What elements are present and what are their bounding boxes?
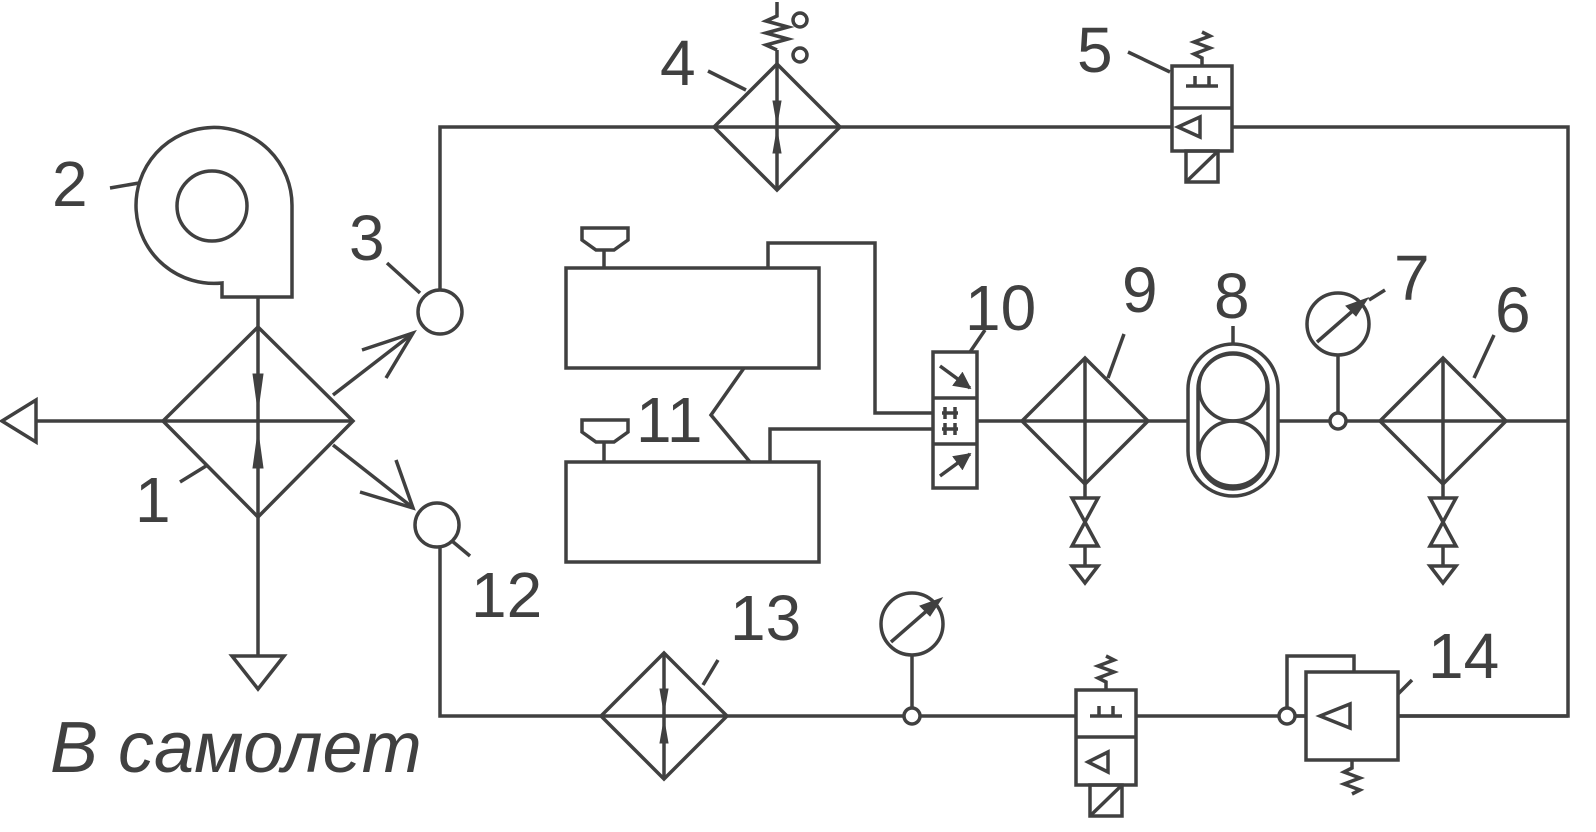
relief-valve-14 bbox=[1277, 654, 1568, 796]
tanks-11 bbox=[564, 226, 821, 564]
label-10: 10 bbox=[965, 272, 1036, 344]
valve-bottom bbox=[1074, 654, 1138, 818]
label-12: 12 bbox=[471, 559, 542, 631]
caption: В самолет bbox=[50, 708, 422, 788]
node-12 bbox=[413, 501, 461, 549]
label-8: 8 bbox=[1214, 260, 1250, 332]
label-9: 9 bbox=[1122, 254, 1158, 326]
label-3: 3 bbox=[349, 202, 385, 274]
filter-13 bbox=[598, 650, 730, 782]
filter-4 bbox=[711, 2, 843, 193]
arrow-to-12 bbox=[331, 443, 414, 509]
label-6: 6 bbox=[1495, 274, 1531, 346]
filter-1 bbox=[160, 324, 356, 520]
drain-triangle-1 bbox=[228, 654, 288, 692]
number-labels: 1 2 3 4 5 6 7 8 9 10 11 12 13 14 bbox=[52, 14, 1531, 692]
label-13: 13 bbox=[730, 582, 801, 654]
gauge-7 bbox=[1305, 291, 1371, 431]
filter-9 bbox=[1019, 355, 1151, 586]
label-14: 14 bbox=[1428, 620, 1499, 692]
arrow-to-3 bbox=[331, 332, 414, 397]
outlet-triangle bbox=[0, 396, 38, 446]
label-4: 4 bbox=[660, 27, 696, 99]
leader-lines bbox=[109, 50, 1496, 696]
valve-5 bbox=[1170, 30, 1234, 184]
fan-2 bbox=[134, 125, 294, 299]
gauge-bottom bbox=[879, 591, 945, 726]
label-1: 1 bbox=[135, 464, 171, 536]
node-3 bbox=[416, 288, 464, 336]
pump-8 bbox=[1186, 342, 1280, 498]
filter-6 bbox=[1377, 355, 1509, 586]
valve-10 bbox=[931, 350, 979, 490]
label-7: 7 bbox=[1394, 242, 1430, 314]
label-11: 11 bbox=[636, 384, 702, 456]
label-2: 2 bbox=[52, 148, 88, 220]
label-5: 5 bbox=[1077, 14, 1113, 86]
